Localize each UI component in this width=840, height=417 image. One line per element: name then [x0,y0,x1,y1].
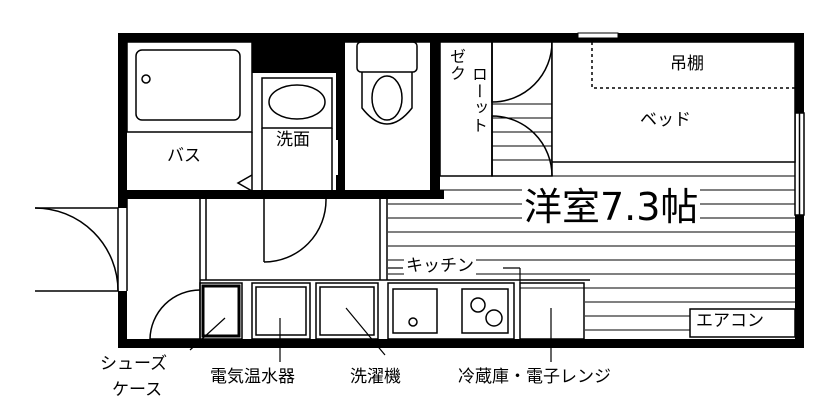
closet-label-1: ゼク [447,48,466,85]
wash-basin [261,77,338,190]
flooring-hatch [388,103,800,331]
washing-machine [315,282,379,340]
fridge [519,282,585,340]
bed-label: ベッド [640,110,691,130]
right-window [794,112,805,216]
aircon-unit [689,308,796,338]
callout-lines [189,307,552,362]
top-vent [577,32,619,39]
kitchen-label: キッチン [404,256,476,276]
closet-label-2: ローット [469,66,488,137]
closet-label-col1: ゼク [447,48,466,82]
outer-walls [118,33,804,348]
shoe-case-label-line1: シューズ [100,354,168,374]
kitchen-leader [388,267,521,283]
washroom-label: 洗面 [276,130,310,150]
bath-label: バス [167,146,201,166]
aircon-label: エアコン [696,311,764,331]
kitchen-counter [387,282,515,340]
shoe-case [149,282,243,340]
bathtub [126,41,253,192]
bed [551,41,796,163]
closet-label-col2: ローット [469,66,488,134]
western-room-label: 洋室7.3帖 [522,185,701,229]
shoe-case-label-line2: ケース [112,380,163,400]
water-heater [251,282,311,340]
fridge-microwave-label: 冷蔵庫・電子レンジ [458,367,611,387]
washroom-door [263,198,327,263]
toilet [345,41,430,125]
hanging-shelf-label: 吊棚 [670,54,704,74]
entrance-door [34,207,119,292]
water-heater-label: 電気温水器 [210,367,295,387]
washing-machine-label: 洗濯機 [350,367,401,387]
